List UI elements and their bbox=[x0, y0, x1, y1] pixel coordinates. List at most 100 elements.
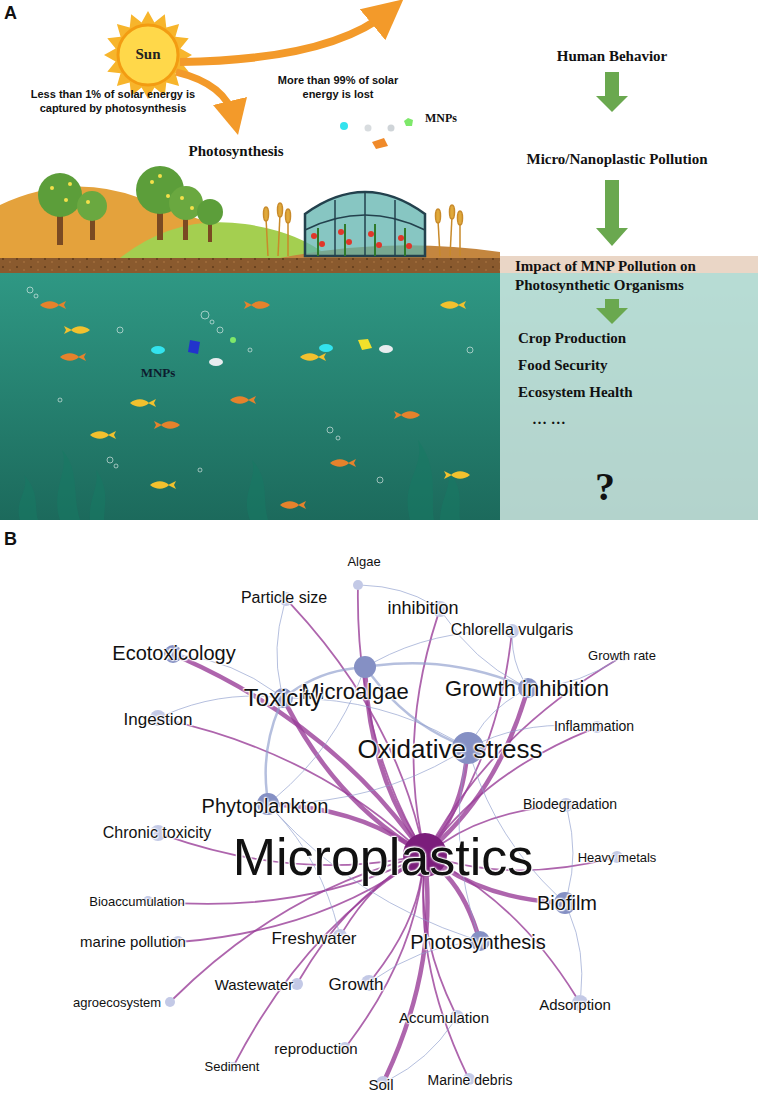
keyword-label: Soil bbox=[368, 1077, 393, 1092]
keyword-node: Accumulation bbox=[450, 1010, 464, 1024]
plastic-particles bbox=[151, 337, 393, 366]
keyword-label: Growth bbox=[329, 976, 384, 993]
fish bbox=[40, 301, 66, 309]
keyword-label: Growth inhibition bbox=[445, 678, 609, 700]
fish bbox=[64, 326, 90, 334]
keyword-label: Oxidative stress bbox=[358, 736, 543, 762]
fish bbox=[40, 301, 470, 509]
bubbles bbox=[27, 287, 473, 483]
fish bbox=[330, 459, 356, 467]
keyword-label: Toxicity bbox=[244, 686, 323, 710]
network-link bbox=[277, 606, 284, 689]
keyword-label: Chronic toxicity bbox=[103, 825, 211, 841]
keyword-node: Particle size bbox=[279, 592, 293, 606]
fish bbox=[444, 471, 470, 479]
bubble bbox=[327, 427, 333, 433]
network-link bbox=[423, 877, 466, 1074]
energy-loss-arrow bbox=[180, 12, 388, 62]
keyword-label: Algae bbox=[347, 555, 380, 568]
keyword-node: Biodegradation bbox=[559, 798, 573, 812]
annotation-label: … … bbox=[532, 410, 632, 429]
network-link bbox=[266, 707, 280, 793]
annotation-label: MNPs bbox=[414, 111, 468, 126]
keyword-node: Phytoplankton bbox=[257, 793, 279, 815]
keyword-label: agroecosystem bbox=[73, 996, 161, 1009]
keyword-node: agroecosystem bbox=[165, 997, 175, 1007]
keyword-node: Growth bbox=[361, 975, 377, 991]
sea-plants bbox=[19, 440, 460, 520]
bubble bbox=[114, 464, 118, 468]
keyword-node: inhibition bbox=[432, 601, 448, 617]
annotation-label: Crop Production bbox=[518, 329, 718, 348]
fish bbox=[394, 411, 420, 419]
fish bbox=[300, 353, 326, 361]
annotation-label: Ecosystem Health bbox=[518, 383, 718, 402]
keyword-label: reproduction bbox=[274, 1041, 357, 1056]
network-link bbox=[568, 812, 573, 893]
fish bbox=[150, 481, 176, 489]
annotation-label: Photosynthesis bbox=[166, 142, 306, 161]
keyword-label: Chlorella vulgaris bbox=[451, 622, 574, 638]
keyword-node: Sediment bbox=[228, 1062, 238, 1072]
keyword-node: Soil bbox=[376, 1076, 390, 1090]
keyword-node: Microplastics bbox=[403, 833, 447, 877]
bubble bbox=[248, 348, 252, 352]
network-link bbox=[389, 1023, 453, 1080]
annotation-label: B bbox=[4, 528, 28, 551]
keyword-node: reproduction bbox=[339, 1042, 351, 1054]
keyword-node: Oxidative stress bbox=[452, 732, 484, 764]
bubble bbox=[336, 436, 340, 440]
keyword-label: Biodegradation bbox=[523, 797, 617, 811]
keyword-node: Inflammation bbox=[591, 721, 603, 733]
bubble bbox=[58, 398, 62, 402]
sun bbox=[118, 25, 178, 85]
fish bbox=[60, 353, 86, 361]
fish bbox=[280, 501, 306, 509]
bubble bbox=[117, 327, 123, 333]
keyword-node: Photosynthesis bbox=[470, 931, 490, 951]
fish bbox=[154, 421, 180, 429]
keyword-label: Adsorption bbox=[539, 997, 611, 1012]
bubble bbox=[27, 287, 33, 293]
keyword-node: marine pollution bbox=[172, 936, 184, 948]
keyword-label: Microplastics bbox=[233, 831, 534, 883]
greenhouse bbox=[305, 192, 425, 256]
annotation-label: Sun bbox=[123, 45, 173, 64]
network-link bbox=[414, 617, 438, 834]
keyword-node: Algae bbox=[353, 580, 363, 590]
keyword-node: Heavy metals bbox=[611, 851, 623, 863]
annotation-label: Human Behavior bbox=[512, 47, 712, 66]
keyword-node: Growth rate bbox=[618, 651, 628, 661]
hill bbox=[120, 222, 330, 258]
bubble bbox=[107, 457, 113, 463]
keyword-node: Marine debris bbox=[463, 1073, 475, 1085]
keyword-label: Photosynthesis bbox=[410, 932, 546, 952]
keyword-node: Chronic toxicity bbox=[150, 825, 166, 841]
fish bbox=[130, 399, 156, 407]
keyword-label: Particle size bbox=[241, 590, 327, 606]
network-link bbox=[441, 698, 525, 840]
bubble bbox=[217, 327, 223, 333]
keyword-label: Heavy metals bbox=[578, 851, 657, 864]
keyword-label: Wastewater bbox=[215, 977, 294, 992]
fish bbox=[90, 431, 116, 439]
keyword-label: Ingestion bbox=[124, 711, 193, 728]
network-link bbox=[300, 866, 406, 979]
bubble bbox=[210, 320, 214, 324]
water bbox=[0, 272, 758, 520]
keyword-node: Ingestion bbox=[150, 710, 166, 726]
annotation-label: Impact of MNP Pollution on Photosyntheti… bbox=[515, 257, 743, 295]
fish bbox=[244, 301, 270, 309]
network-link bbox=[512, 638, 523, 679]
keyword-label: Freshwater bbox=[271, 930, 356, 947]
bubble bbox=[34, 294, 38, 298]
keyword-node: Freshwater bbox=[333, 929, 347, 943]
bubble bbox=[467, 347, 473, 353]
annotation-label: Food Security bbox=[518, 356, 718, 375]
soil bbox=[0, 256, 500, 273]
keyword-label: marine pollution bbox=[80, 934, 186, 949]
keyword-node: Adsorption bbox=[572, 995, 588, 1011]
network-link bbox=[444, 866, 576, 997]
sun-rays bbox=[104, 11, 192, 99]
keyword-node: Toxicity bbox=[273, 688, 293, 708]
